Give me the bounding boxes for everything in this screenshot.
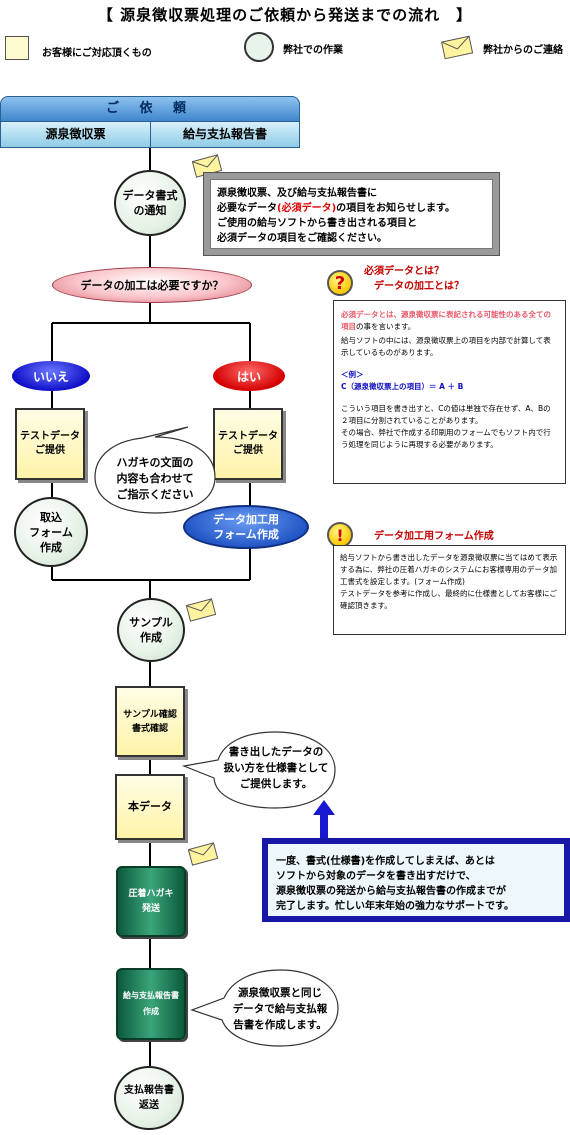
speech-bubble-report: [190, 969, 339, 1047]
exclamation-icon: !: [327, 522, 353, 548]
support-note-box: 一度、書式(仕様書)を作成してしまえば、あとは ソフトから対象のデータを書き出す…: [262, 838, 570, 922]
sample-line1: サンプル: [129, 616, 173, 629]
step-form-create: データ加工用フォーム作成: [183, 505, 309, 549]
sample-confirm-line2: 書式確認: [131, 723, 168, 734]
step-test-data-right: テストデータご提供: [213, 408, 283, 480]
bubble-spec-line2: 扱い方を仕様書として: [223, 762, 329, 774]
notice-line2b: の項目をお知らせします。: [336, 203, 455, 214]
pressure-line2: 発送: [141, 903, 160, 914]
request-gensen: 源泉徴収票: [0, 121, 151, 148]
legend-customer-label: お客様にご対応頂くもの: [42, 48, 152, 59]
qa-p4: その場合、弊社で作成する印刷用のフォームでもソフト内で行う処理を同じように再現す…: [341, 428, 551, 449]
notice-line2-required: (必須データ): [277, 203, 337, 214]
step-format-notice: データ書式の通知: [114, 170, 186, 236]
page-title: 【 源泉徴収票処理のご依頼から発送までの流れ 】: [97, 6, 473, 24]
qa-box: 必須データとは、源泉徴収票に表記される可能性のある全ての項目の事を言います。 給…: [333, 300, 566, 484]
step-test-data-left: テストデータご提供: [15, 408, 85, 480]
test-right-line1: テストデータ: [218, 431, 278, 442]
speech-bubble-hagaki: [94, 426, 216, 514]
support-line3: 源泉徴収票の発送から給与支払報告書の作成までが: [276, 886, 506, 897]
notice-line2a: 必要なデータ: [217, 203, 277, 214]
step-pressure-hagaki: 圧着ハガキ発送: [116, 866, 186, 937]
import-line3: 作成: [39, 540, 62, 554]
legend-company-label: 弊社での作業: [283, 45, 343, 56]
request-header: ご 依 頼: [0, 96, 300, 122]
test-right-line2: ご提供: [233, 445, 263, 456]
import-line1: 取込: [39, 510, 62, 524]
step-format-notice-line2: の通知: [133, 204, 167, 217]
step-sample-create: サンプル作成: [117, 598, 185, 662]
qa-title-2: データの加工とは？: [374, 281, 464, 292]
test-left-line1: テストデータ: [20, 431, 80, 442]
question-icon: ?: [327, 270, 353, 296]
envelope-icon: [188, 842, 218, 866]
bubble-hagaki-line3: ご指示ください: [116, 488, 194, 501]
pressure-line1: 圧着ハガキ: [128, 888, 174, 899]
form-create-line2: フォーム作成: [213, 528, 279, 541]
speech-bubble-spec: [181, 731, 336, 809]
qa-p1-red: 必須データとは、源泉徴収票に表記される可能性のある全ての項目: [341, 310, 551, 331]
sample-confirm-line1: サンプル確認: [123, 709, 177, 720]
import-line2: フォーム: [29, 525, 73, 539]
qa-example-formula: C（源泉徴収票上の項目）＝ A ＋ B: [341, 382, 464, 391]
notice-line1: 源泉徴収票、及び給与支払報告書に: [217, 188, 377, 199]
request-kyuyo: 給与支払報告書: [150, 121, 300, 148]
pay-report-line1: 給与支払報告書: [123, 991, 179, 1000]
pay-report-line2: 作成: [143, 1007, 159, 1016]
qa-p2: 給与ソフトの中には、源泉徴収票上の項目を内部で計算して表示しているものがあります…: [341, 336, 551, 357]
qa-title-1: 必須データとは？: [364, 266, 444, 277]
return-line1: 支払報告書: [124, 1085, 174, 1096]
bubble-spec-line1: 書き出したデータの: [228, 746, 324, 758]
bubble-spec-line3: ご提供します。: [239, 778, 313, 790]
envelope-icon: [186, 598, 216, 622]
form-create-line1: データ加工用: [213, 513, 279, 526]
form-note-body: 給与ソフトから書き出したデータを源泉徴収票に当てはめて表示する為に、弊社の圧着ハ…: [340, 553, 558, 586]
bubble-report-line3: 告書を作成します。: [233, 1019, 327, 1031]
support-line2: ソフトから対象のデータを書き出すだけで、: [276, 871, 476, 882]
question-processing-needed: データの加工は必要ですか？: [52, 267, 252, 303]
sample-line2: 作成: [139, 631, 162, 644]
answer-yes: はい: [213, 361, 285, 391]
support-line4: 完了します。忙しい年末年始の強力なサポートです。: [276, 901, 514, 912]
return-line2: 返送: [139, 1100, 159, 1111]
legend-company-swatch: [244, 32, 274, 62]
notice-line3: ご使用の給与ソフトから書き出される項目と: [217, 218, 417, 229]
envelope-icon: [441, 35, 474, 60]
notice-line4: 必須データの項目をご確認ください。: [217, 233, 387, 244]
qa-example-label: ＜例＞: [341, 370, 364, 379]
answer-no: いいえ: [12, 361, 90, 391]
step-pay-report: 給与支払報告書作成: [116, 968, 186, 1040]
bubble-hagaki-text: ハガキの文面の内容も合わせてご指示ください: [95, 448, 215, 510]
legend-contact-label: 弊社からのご連絡: [483, 45, 563, 56]
form-note-box: 給与ソフトから書き出したデータを源泉徴収票に当てはめて表示する為に、弊社の圧着ハ…: [333, 545, 566, 635]
test-left-line2: ご提供: [35, 445, 65, 456]
step-format-notice-line1: データ書式: [122, 189, 178, 202]
bubble-hagaki-line1: ハガキの文面の: [116, 456, 194, 469]
real-data-label: 本データ: [128, 800, 172, 813]
step-sample-confirm: サンプル確認書式確認: [115, 686, 185, 757]
bubble-report-text: 源泉徴収票と同じデータで給与支払報告書を作成します。: [222, 982, 338, 1036]
support-line1: 一度、書式(仕様書)を作成してしまえば、あとは: [276, 856, 495, 867]
legend-customer-swatch: [5, 36, 29, 60]
form-note-title: データ加工用フォーム作成: [374, 531, 494, 542]
step-real-data: 本データ: [115, 774, 185, 840]
bubble-report-line2: データで給与支払報: [232, 1003, 328, 1015]
bubble-spec-text: 書き出したデータの扱い方を仕様書としてご提供します。: [214, 735, 338, 801]
qa-p3: こういう項目を書き出すと、Cの値は単独で存在せず、A、Bの２項目に分割されている…: [341, 404, 551, 425]
step-import-form: 取込フォーム作成: [14, 497, 88, 567]
notice-box: 源泉徴収票、及び給与支払報告書に 必要なデータ(必須データ)の項目をお知らせしま…: [203, 172, 500, 256]
bubble-hagaki-line2: 内容も合わせて: [116, 472, 194, 485]
step-return: 支払報告書返送: [114, 1066, 184, 1130]
form-note-body2: テストデータを参考に作成し、最終的に仕様書としてお客様にご確認頂きます。: [340, 589, 557, 610]
qa-p1-b: の事を言います。: [356, 322, 416, 331]
bubble-report-line1: 源泉徴収票と同じ: [238, 987, 322, 999]
